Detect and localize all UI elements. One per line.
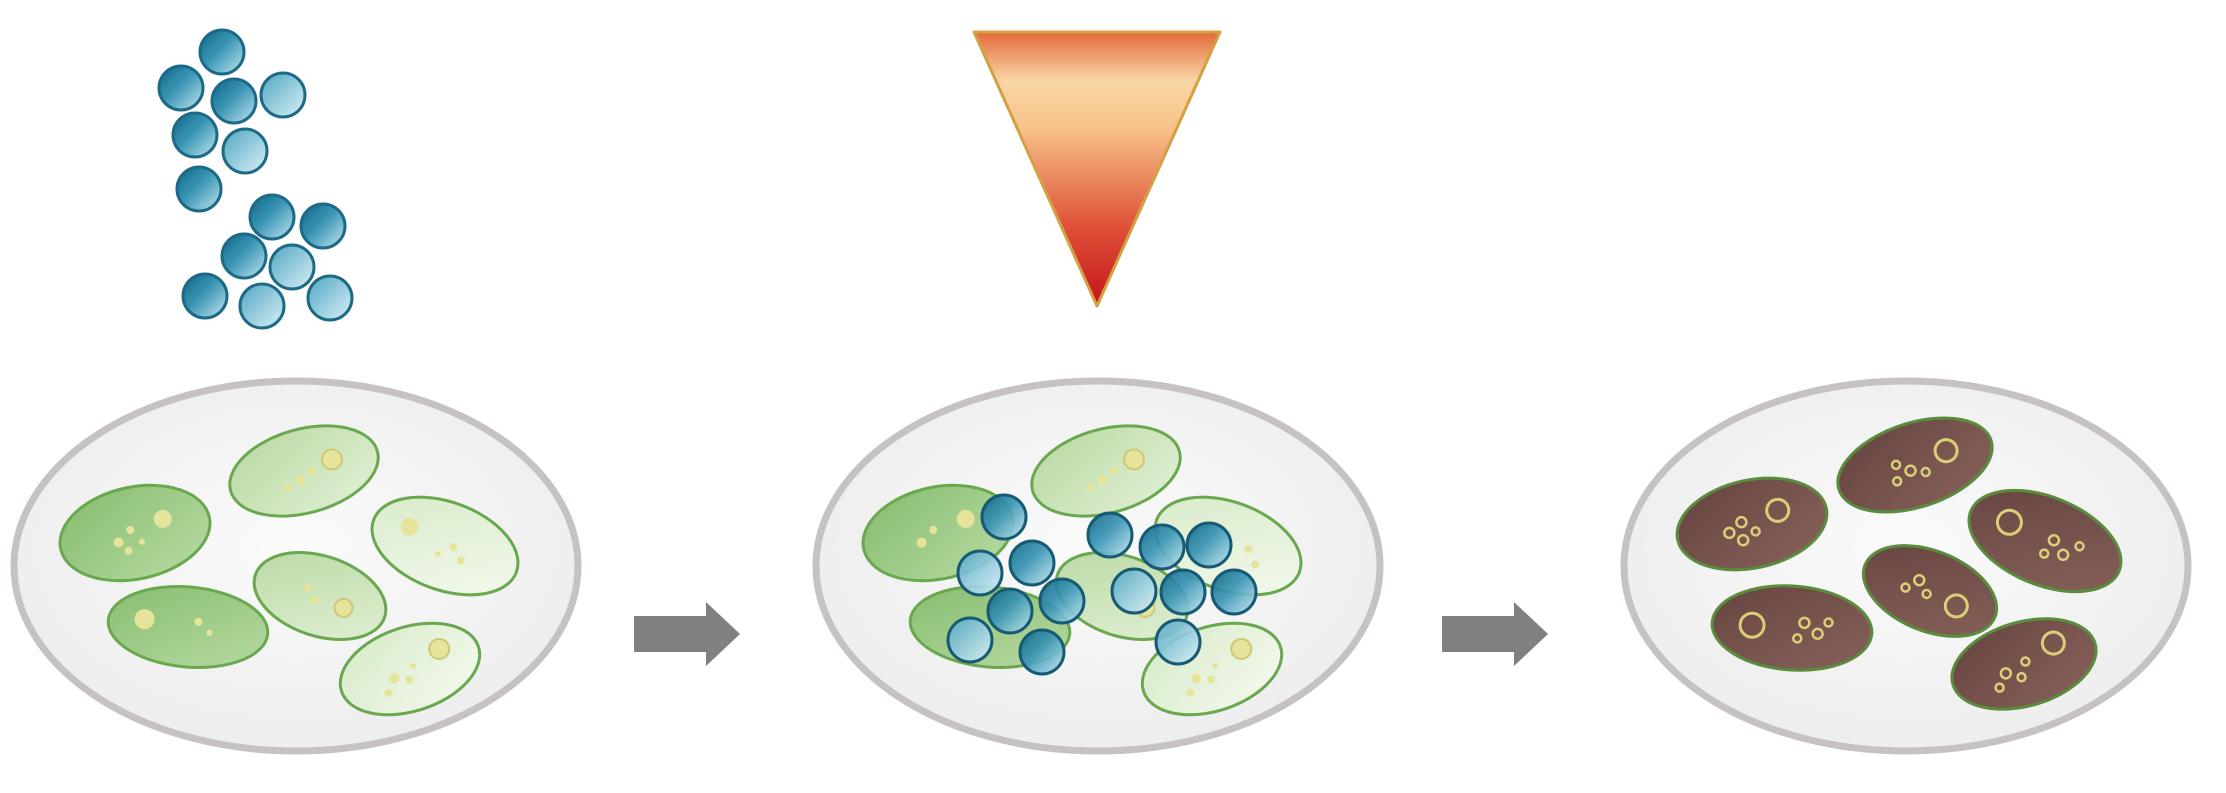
nanoparticle	[1185, 521, 1233, 569]
nanoparticle	[171, 111, 219, 159]
dead-cell	[1710, 584, 1874, 672]
cell	[370, 495, 520, 597]
panel-3	[1620, 377, 2192, 755]
nanoparticle	[1086, 511, 1134, 559]
nanoparticle	[1018, 628, 1066, 676]
arrow-right-icon	[1442, 602, 1548, 666]
nanoparticle	[221, 127, 269, 175]
dead-cell	[1967, 488, 2123, 594]
nanoparticle	[986, 587, 1034, 635]
cell-group-healthy	[58, 424, 520, 717]
nanoparticle	[956, 549, 1004, 597]
nanoparticle	[259, 71, 307, 119]
panel-2	[812, 30, 1384, 755]
arrow-right-icon	[634, 602, 740, 666]
nanoparticle	[157, 64, 205, 112]
nanoparticle	[1110, 567, 1158, 615]
nanoparticle	[210, 77, 258, 125]
dead-cell	[1950, 617, 2098, 711]
nanoparticle	[946, 616, 994, 664]
dead-cell	[1675, 476, 1829, 572]
nanoparticle	[299, 202, 347, 250]
cell	[338, 621, 482, 717]
nanoparticle	[306, 274, 354, 322]
nanoparticle-cluster-free	[157, 28, 354, 330]
nanoparticle	[1210, 568, 1258, 616]
dead-cell	[1861, 544, 1999, 638]
nanoparticle	[238, 282, 286, 330]
dead-cell	[1836, 416, 1994, 514]
nanoparticle	[268, 243, 316, 291]
nanoparticle	[181, 272, 229, 320]
nanoparticle	[1138, 523, 1186, 571]
cell-group-dead	[1675, 416, 2123, 711]
cell	[58, 483, 212, 583]
nanoparticle	[248, 193, 296, 241]
cell	[252, 551, 388, 641]
nanoparticle	[220, 232, 268, 280]
panel-1	[10, 28, 582, 755]
nanoparticle	[980, 493, 1028, 541]
cell	[106, 585, 270, 669]
nanoparticle	[175, 165, 223, 213]
nanoparticle	[1159, 568, 1207, 616]
nanoparticle	[1038, 577, 1086, 625]
nanoparticle	[198, 28, 246, 76]
nanoparticle-cluster-bound	[946, 493, 1258, 676]
nanoparticle	[1008, 539, 1056, 587]
heat-stimulus-icon	[972, 30, 1222, 308]
nanoparticle	[1154, 618, 1202, 666]
cell	[228, 424, 380, 518]
